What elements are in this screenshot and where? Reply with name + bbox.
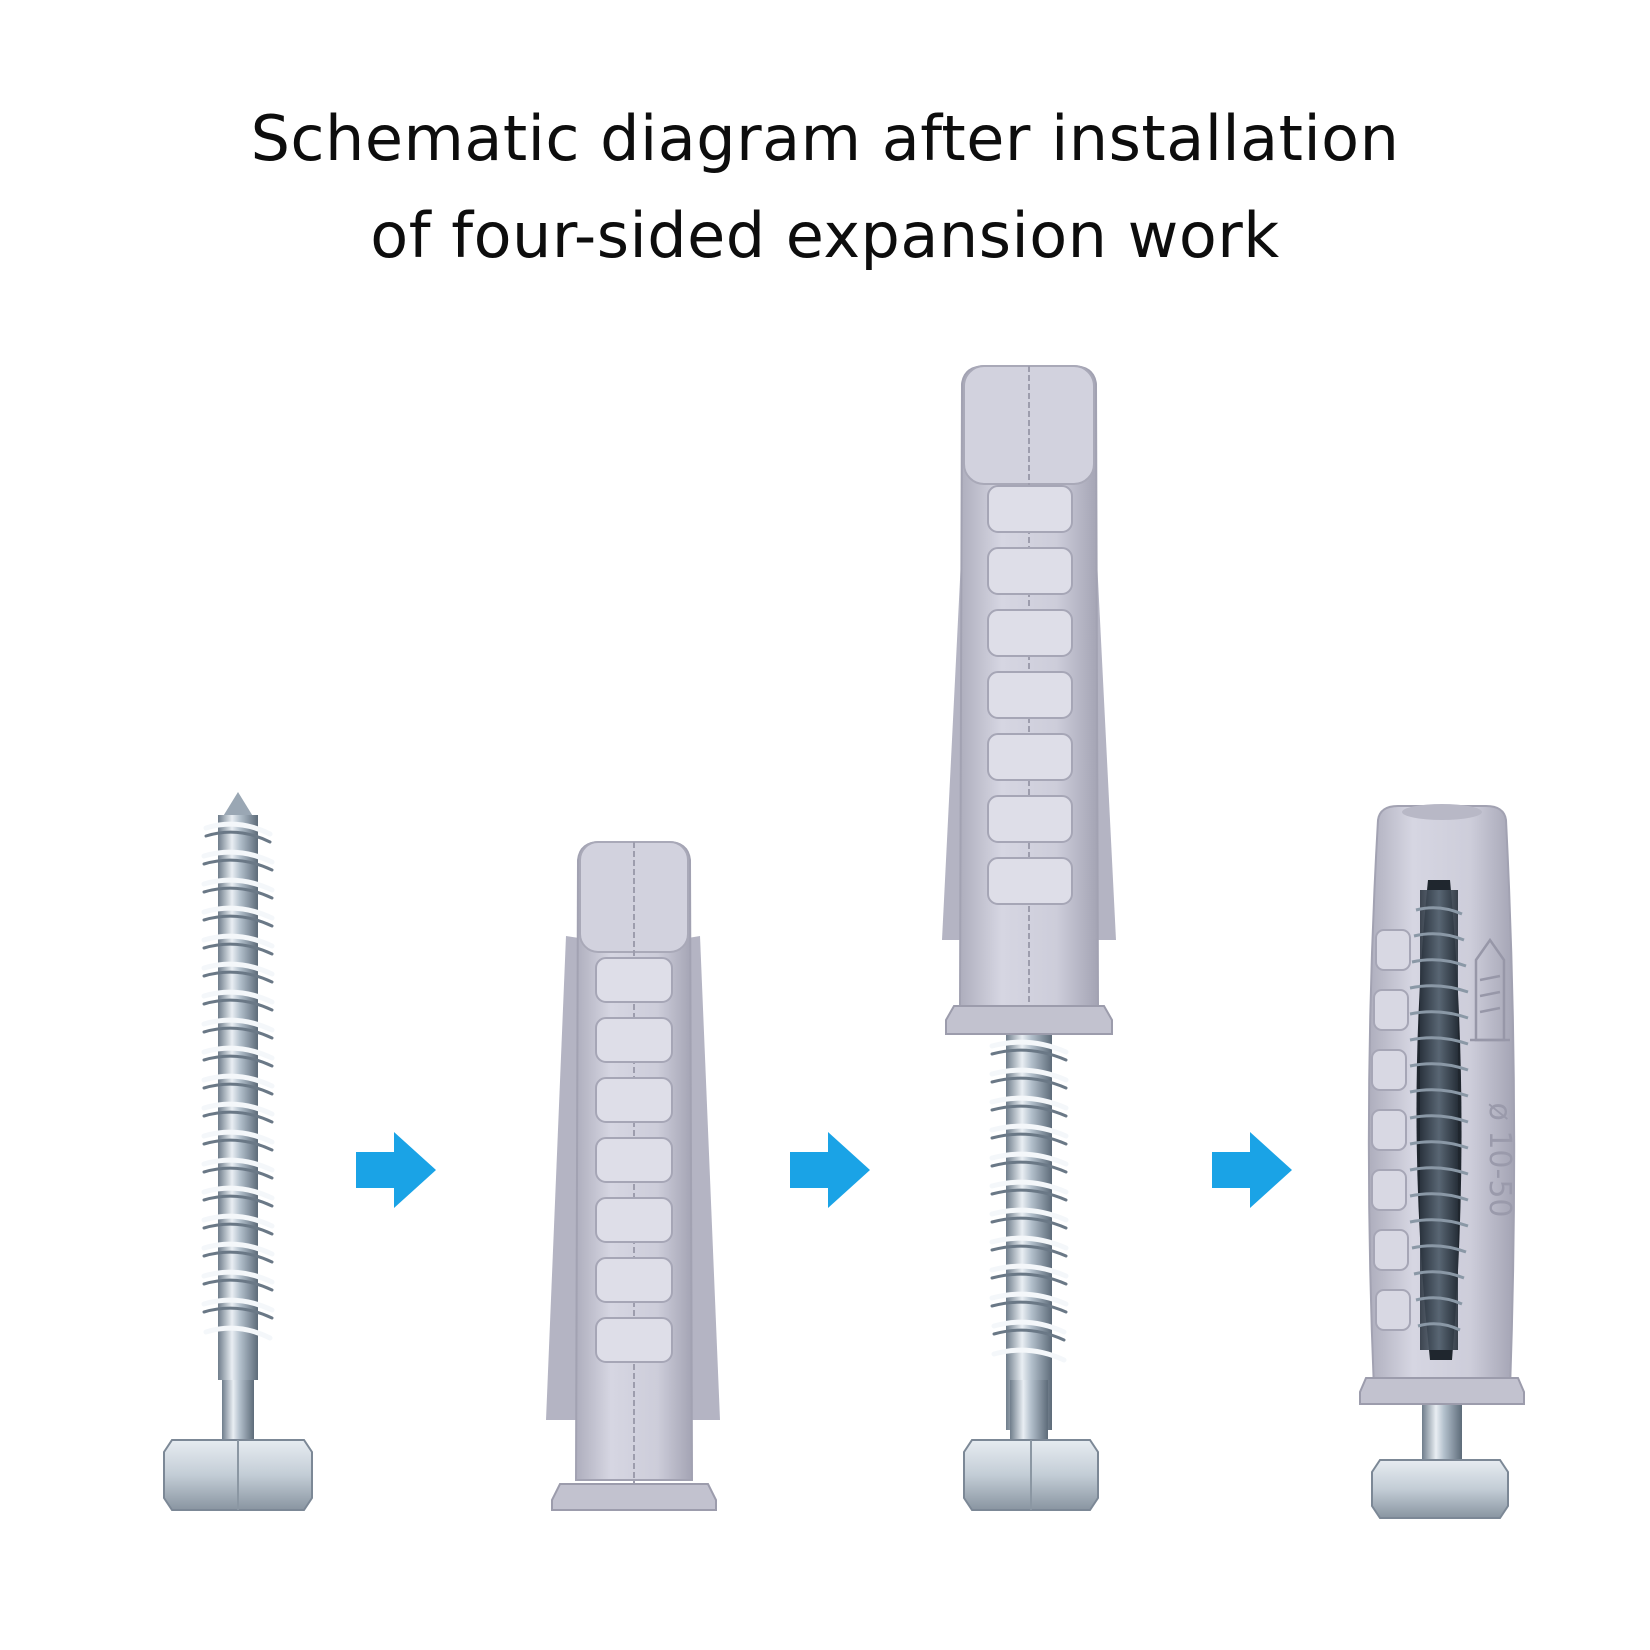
anchor-screw-symbol-icon	[1470, 937, 1510, 1042]
title-line-1: Schematic diagram after installation	[250, 102, 1400, 175]
title-line-2: of four-sided expansion work	[370, 199, 1280, 272]
arrow-right-icon	[790, 1132, 870, 1208]
screw-icon	[163, 792, 313, 1511]
anchor-marking-text: ø 10-50	[1482, 1102, 1517, 1217]
screw-threads	[201, 821, 275, 1341]
arrow-right-icon	[356, 1132, 436, 1208]
expanded-anchor-icon: ø 10-50	[1359, 804, 1525, 1519]
plug-icon	[546, 841, 720, 1511]
expanded-screw-threads	[1409, 906, 1469, 1332]
plug-ribs	[595, 957, 673, 1363]
arrow-right-icon	[1212, 1132, 1292, 1208]
screw-in-plug-icon	[942, 365, 1116, 1511]
